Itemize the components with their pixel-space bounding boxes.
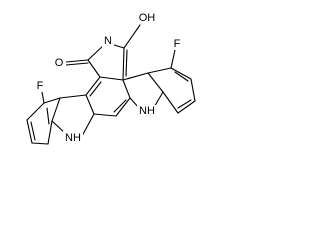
imide-nitrogen-label: N — [104, 35, 112, 47]
bond — [93, 113, 117, 117]
bond — [147, 67, 172, 74]
bond — [99, 76, 124, 81]
bond — [47, 120, 53, 145]
atom-labels: OH N O F F NH NH — [35, 11, 182, 144]
bond — [162, 91, 179, 114]
bond — [177, 100, 196, 114]
bond — [190, 78, 196, 102]
right-indole-pyrrole — [122, 72, 164, 110]
bond — [65, 62, 89, 66]
bond — [113, 99, 127, 113]
bond — [174, 71, 189, 82]
imide-ring — [65, 24, 141, 81]
bond — [59, 94, 87, 99]
bond — [31, 142, 49, 145]
bond — [87, 59, 101, 78]
bond — [41, 91, 45, 104]
bond — [65, 59, 89, 63]
bond — [30, 121, 36, 141]
bond — [89, 81, 102, 97]
bond — [81, 113, 95, 137]
bond — [147, 72, 164, 93]
bond — [170, 67, 192, 80]
bond — [122, 79, 131, 99]
bond — [125, 49, 128, 77]
bond — [170, 49, 176, 69]
left-benzene-ring — [26, 91, 61, 145]
bond — [26, 119, 33, 144]
fluorine-right-label: F — [174, 38, 181, 50]
bond — [177, 99, 192, 109]
bond — [122, 72, 149, 81]
bond — [122, 47, 125, 81]
hydroxyl-label: OH — [139, 12, 156, 24]
indole-nh-left-label: NH — [65, 132, 81, 144]
chemical-structure: OH N O F F NH NH — [26, 11, 196, 145]
bond — [85, 76, 101, 96]
bond — [46, 107, 50, 125]
bond — [85, 94, 95, 115]
fluorine-left-label: F — [37, 80, 44, 92]
left-indole-pyrrole — [51, 94, 95, 137]
bond — [51, 97, 61, 122]
bond — [43, 97, 61, 104]
indole-nh-right-label: NH — [139, 105, 155, 117]
structure-canvas: OH N O F F NH NH — [0, 0, 225, 170]
bond — [115, 97, 131, 117]
right-benzene-ring — [147, 49, 196, 114]
bond — [123, 24, 141, 49]
bond — [26, 102, 45, 121]
central-benzene-ring — [85, 76, 131, 117]
carbonyl-oxygen-label: O — [55, 57, 64, 69]
